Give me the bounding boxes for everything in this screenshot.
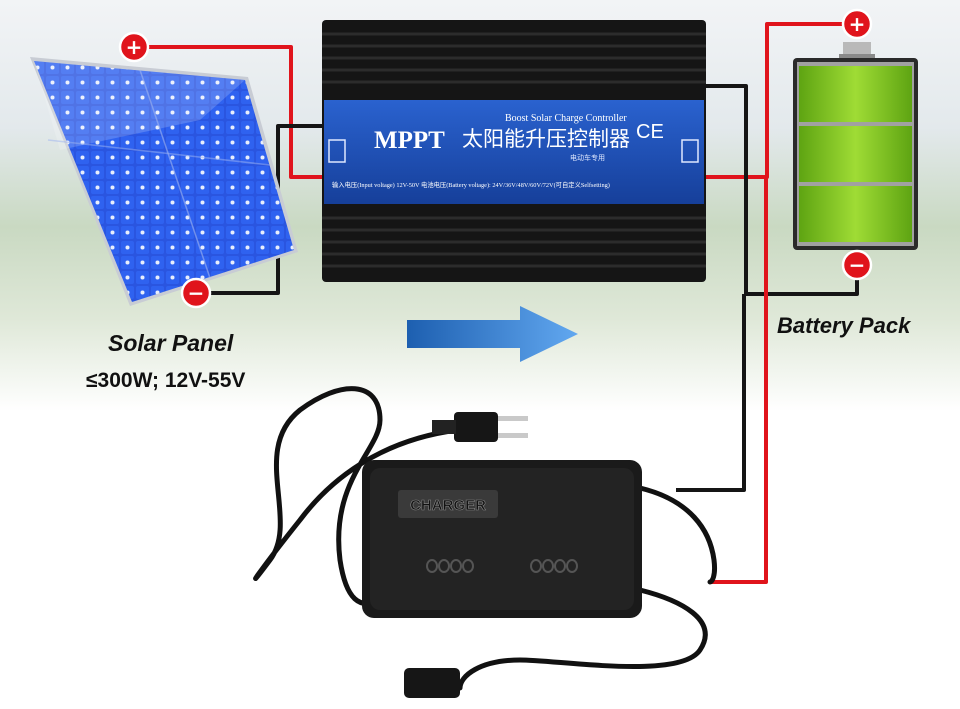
battery-level-bar-3 xyxy=(799,186,912,242)
solar-panel xyxy=(30,57,298,306)
charger-label-plate xyxy=(398,490,498,518)
solar-panel-label: Solar Panel xyxy=(108,330,234,356)
output-terminal-block xyxy=(681,139,699,163)
charger-vent-right xyxy=(530,559,578,573)
controller-label-plate xyxy=(324,100,704,204)
charger-vent-left xyxy=(426,559,474,573)
positive-terminal-icon xyxy=(841,8,873,40)
solar-positive-terminal: + xyxy=(118,31,150,63)
svg-text:+: + xyxy=(849,12,866,36)
controller-brand: MPPT xyxy=(374,127,445,154)
solar-panel-spec: ≤300W; 12V-55V xyxy=(86,369,246,392)
charger-positive-wire xyxy=(710,177,768,584)
input-terminal-block xyxy=(328,139,346,163)
mppt-controller: MPPT Boost Solar Charge Controller 太阳能升压… xyxy=(322,20,706,282)
ce-mark: CE xyxy=(636,121,664,143)
controller-chinese-title: 太阳能升压控制器 xyxy=(462,127,630,151)
dc-output-cable xyxy=(637,485,717,585)
controller-subtitle: Boost Solar Charge Controller xyxy=(505,113,627,124)
battery-level-bar-1 xyxy=(799,66,912,122)
ac-cable xyxy=(253,386,461,607)
battery-positive-wire xyxy=(700,22,857,179)
charger-label: CHARGER xyxy=(410,497,486,514)
dc-connector xyxy=(404,668,460,698)
flow-arrow-icon xyxy=(407,306,578,362)
battery-negative-terminal: − xyxy=(841,249,873,281)
battery-level-bar-2 xyxy=(799,126,912,182)
svg-text:−: − xyxy=(849,253,866,277)
svg-text:−: − xyxy=(188,281,205,305)
dc-cable xyxy=(457,587,708,691)
controller-spec-line: 输入电压(Input voltage) 12V-50V 电池电压(Battery… xyxy=(332,180,610,189)
controller-chinese-subtitle: 电动车专用 xyxy=(570,153,605,162)
battery-pack-label: Battery Pack xyxy=(777,313,911,338)
solar-negative-terminal: − xyxy=(180,277,212,309)
battery-positive-terminal: + xyxy=(841,8,873,40)
negative-terminal-icon xyxy=(180,277,212,309)
charger-negative-wire xyxy=(676,294,746,492)
ac-charger: CHARGER xyxy=(253,386,717,698)
svg-text:+: + xyxy=(126,35,143,59)
negative-terminal-icon xyxy=(841,249,873,281)
solar-positive-wire xyxy=(134,45,336,179)
ac-plug xyxy=(454,412,498,442)
positive-terminal-icon xyxy=(118,31,150,63)
battery-pack xyxy=(793,42,918,250)
